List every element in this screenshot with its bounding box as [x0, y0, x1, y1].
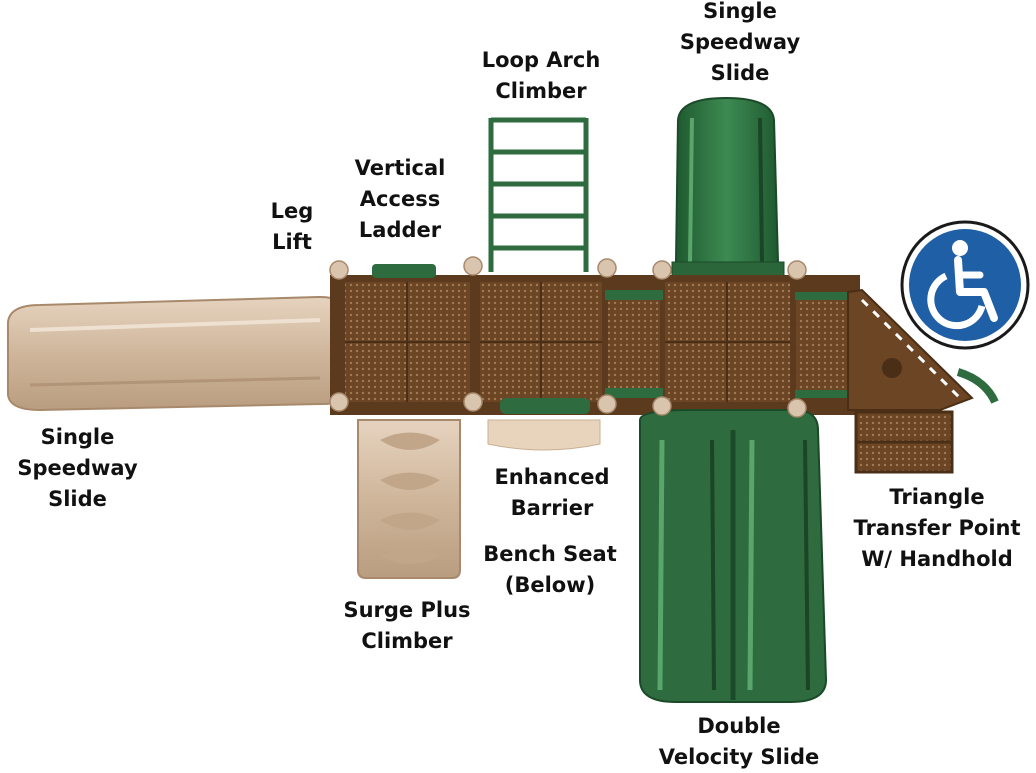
- double-velocity-slide: [639, 409, 828, 703]
- single-speedway-slide-top: [671, 96, 785, 289]
- label-leg-lift: Leg Lift: [270, 199, 314, 254]
- label-double-velocity-slide: Double Velocity Slide: [658, 714, 820, 769]
- single-speedway-slide-left: [7, 295, 346, 412]
- label-surge-plus-climber: Surge Plus Climber: [343, 598, 471, 653]
- surge-plus-climber: [357, 419, 461, 579]
- label-loop-arch-climber: Loop Arch Climber: [481, 48, 601, 103]
- label-enhanced-barrier: Enhanced Barrier: [494, 465, 610, 520]
- deck-frame: [330, 264, 860, 415]
- wheelchair-icon: [900, 220, 1030, 350]
- posts: [329, 256, 807, 418]
- label-single-speedway-slide-top: Single Speedway Slide: [679, 0, 801, 85]
- label-single-speedway-slide-left: Single Speedway Slide: [17, 425, 138, 511]
- label-triangle-transfer-point: Triangle Transfer Point W/ Handhold: [853, 485, 1021, 571]
- loop-arch-climber: [488, 117, 589, 272]
- bench-seat: [487, 419, 601, 451]
- label-bench-seat: Bench Seat (Below): [483, 542, 617, 597]
- label-vertical-access-ladder: Vertical Access Ladder: [354, 156, 446, 242]
- triangle-transfer-point: [847, 288, 999, 474]
